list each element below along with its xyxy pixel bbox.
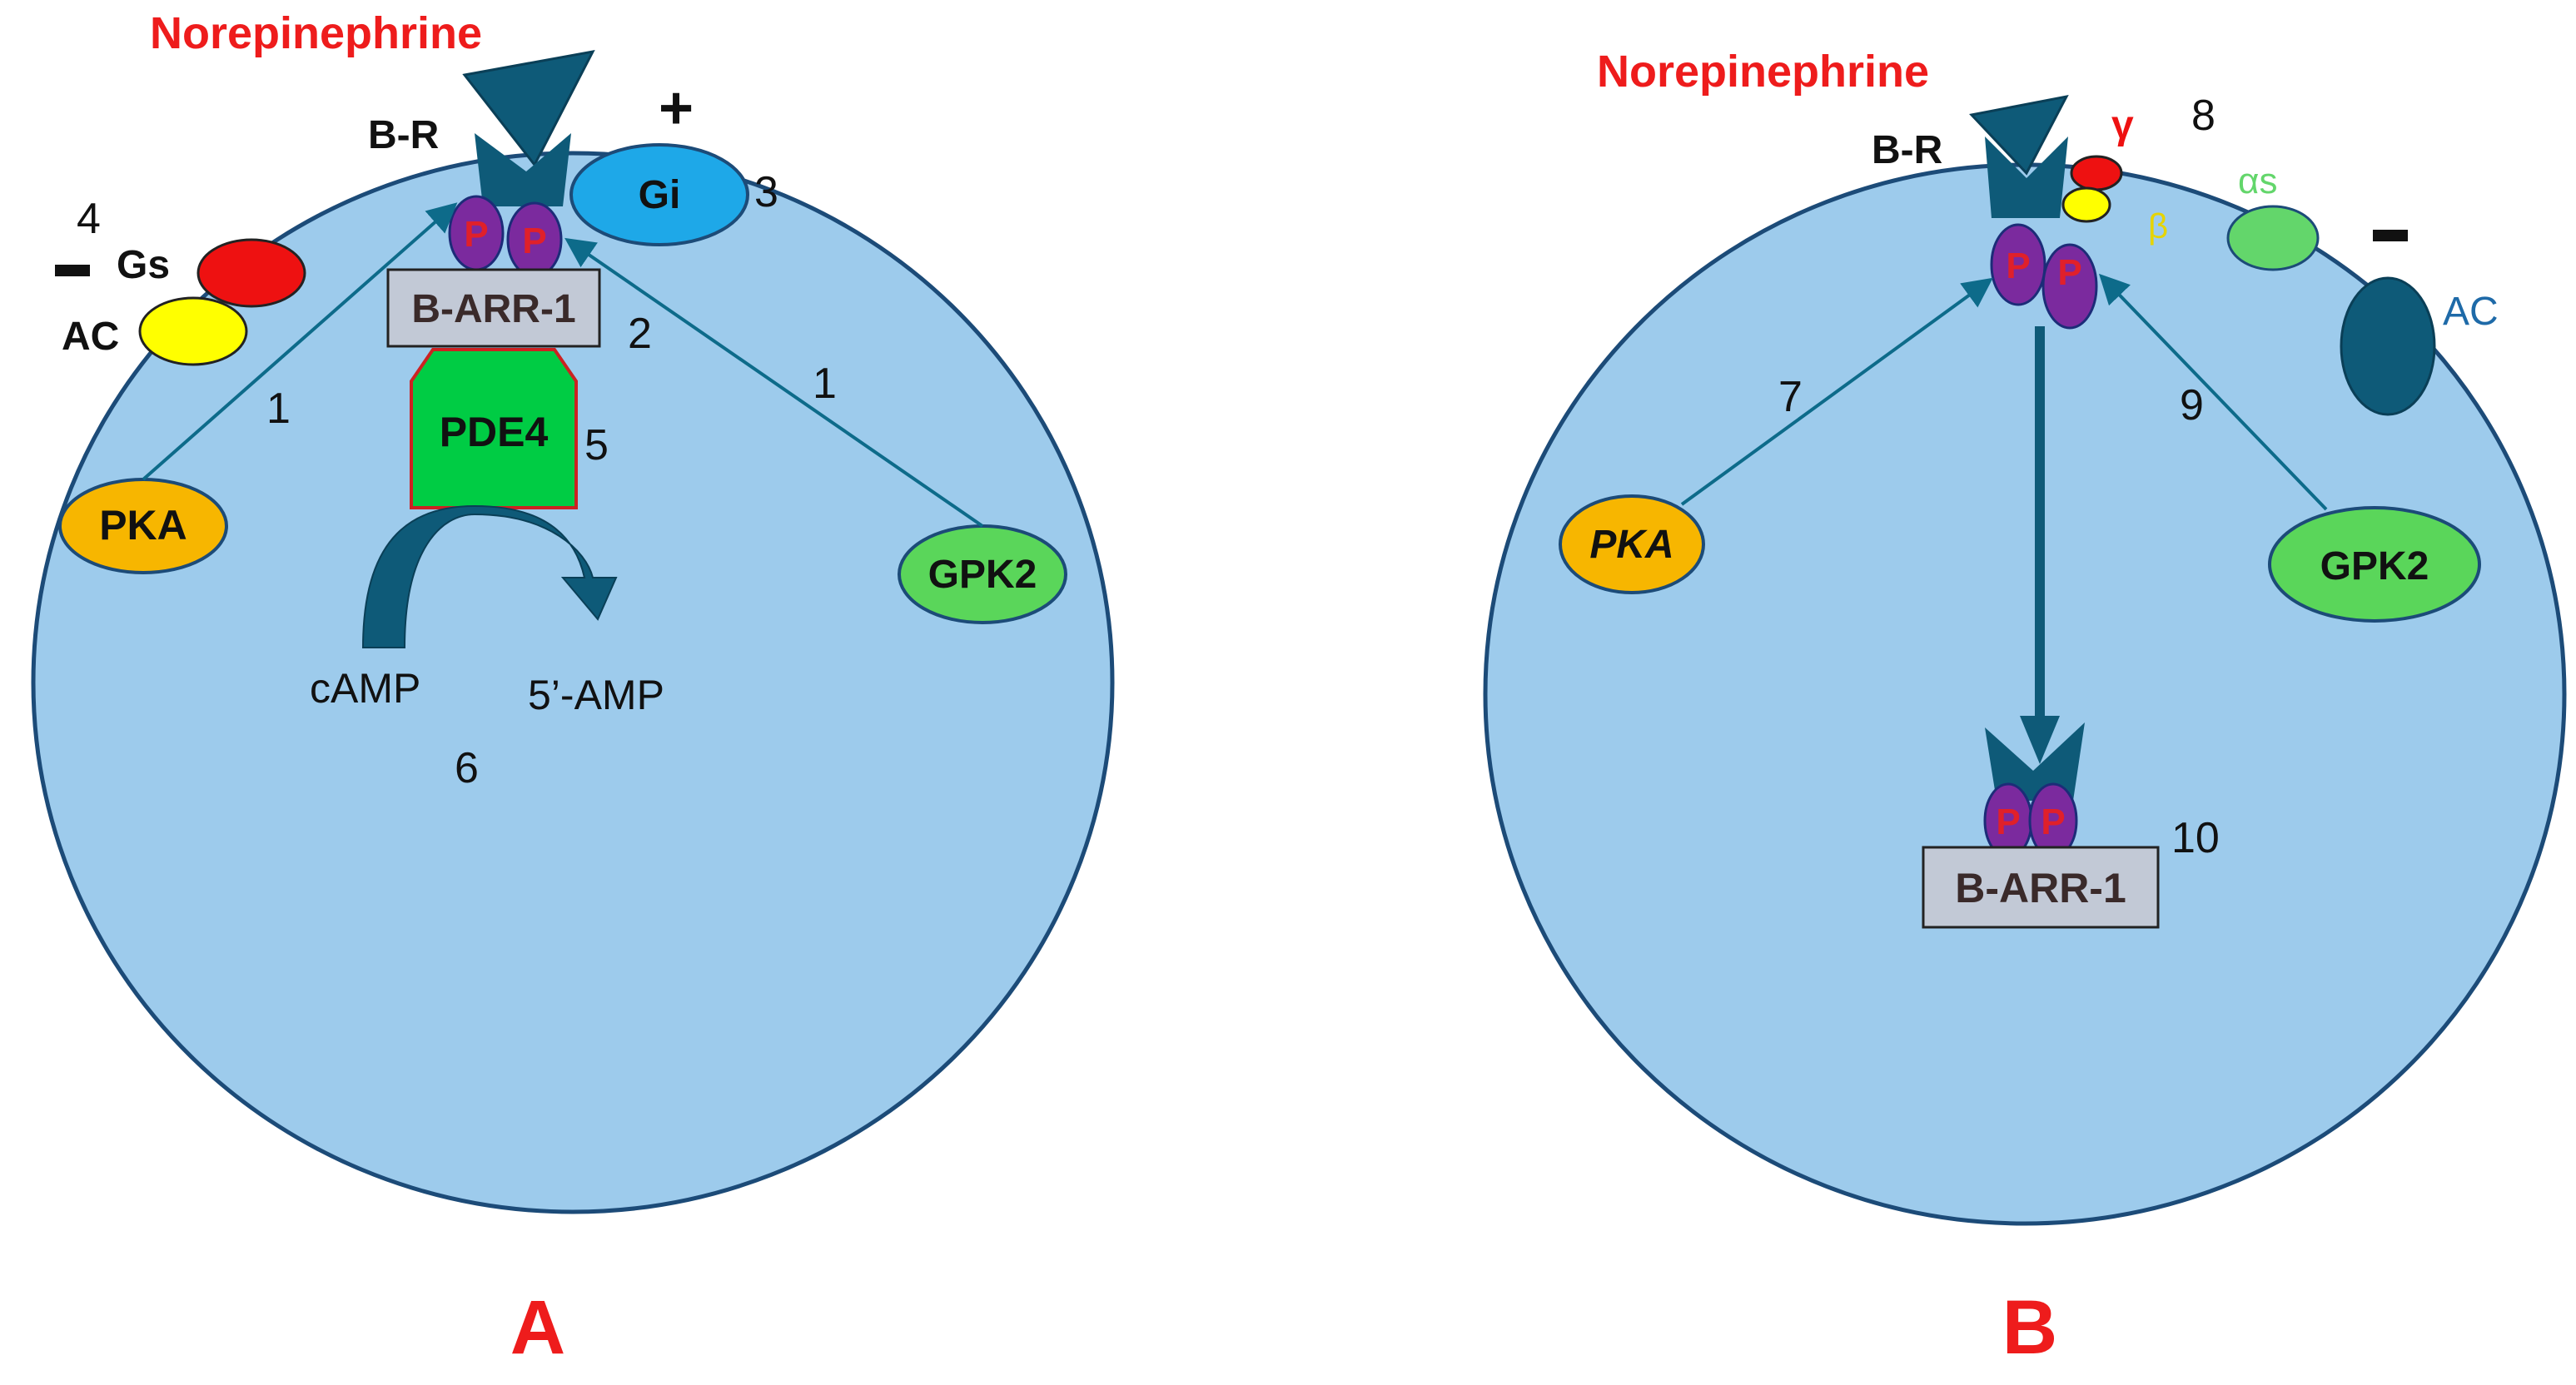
step-number-5: 5 (584, 421, 609, 469)
arrow-gpk2-to-receptor-a (564, 237, 984, 528)
ac-protein-b (2340, 276, 2436, 416)
arrow-pka-to-receptor-b (1680, 277, 1993, 506)
panel-letter-b: B (2002, 1285, 2057, 1370)
internalized-receptor (1985, 722, 2085, 801)
phospho-a-2-label: P (522, 221, 546, 261)
ligand-triangle-b (1969, 94, 2069, 176)
step-number-6: 6 (455, 744, 479, 792)
ligand-triangle-a (462, 49, 595, 167)
receptor-label-a: B-R (368, 113, 439, 157)
panel-b: Norepinephrine B-R γ β P P αs AC PKA GPK… (1483, 47, 2567, 1370)
panel-letter-a: A (510, 1285, 565, 1370)
receptor-label-b: B-R (1872, 128, 1942, 172)
arrow-gpk2-to-receptor-b (2099, 273, 2328, 511)
step-number-1-left: 1 (266, 385, 291, 433)
minus-sign-b (2373, 230, 2408, 241)
step-number-7: 7 (1778, 373, 1803, 421)
phospho-b-lower-1-label: P (1996, 802, 2020, 842)
alpha-s-label: αs (2238, 161, 2277, 201)
phospho-b-lower-2-label: P (2041, 802, 2065, 842)
gpk2-b (2268, 506, 2481, 623)
phospho-b-1 (1990, 223, 2046, 306)
gs-protein (196, 238, 306, 308)
amp-label: 5’-AMP (528, 672, 664, 718)
panel-a: Norepinephrine B-R P P B-ARR-1 PDE4 cAMP… (31, 8, 1115, 1370)
internalization-arrow-head (2020, 716, 2060, 764)
camp-conversion-arrow (361, 504, 618, 648)
phospho-a-1-label: P (464, 214, 488, 255)
ac-protein-a (138, 296, 248, 366)
gpk2-label-a: GPK2 (928, 553, 1037, 597)
pde4-shape (410, 348, 578, 509)
ac-label-a: AC (62, 315, 119, 359)
receptor-b (1985, 137, 2068, 218)
receptor-a (475, 133, 571, 206)
beta-label: β (2148, 206, 2168, 246)
step-number-2: 2 (628, 310, 652, 358)
gs-label: Gs (117, 243, 170, 287)
step-number-8: 8 (2191, 92, 2215, 140)
norepinephrine-label-b: Norepinephrine (1597, 47, 1929, 97)
phospho-b-2-label: P (2057, 252, 2081, 293)
arrow-pka-to-receptor-a (142, 202, 458, 481)
gamma-subunit (2070, 155, 2123, 191)
step-number-4: 4 (77, 195, 101, 243)
ac-label-b: AC (2443, 290, 2499, 334)
camp-label: cAMP (310, 665, 420, 712)
internalization-arrow-shaft (2035, 326, 2045, 717)
barr-label-a: B-ARR-1 (411, 287, 575, 331)
plus-sign-a: + (659, 75, 694, 141)
gamma-label: γ (2111, 103, 2134, 147)
beta-subunit (2061, 186, 2111, 223)
norepinephrine-label-a: Norepinephrine (150, 8, 482, 58)
step-number-1-right: 1 (813, 360, 837, 408)
phospho-b-2 (2041, 243, 2098, 330)
pka-label-a: PKA (99, 502, 187, 549)
pde4-label: PDE4 (440, 409, 549, 455)
barr-label-b: B-ARR-1 (1955, 865, 2126, 911)
gpk2-label-b: GPK2 (2320, 544, 2429, 588)
step-number-9: 9 (2180, 381, 2204, 429)
step-number-10: 10 (2171, 814, 2220, 862)
pka-label-b: PKA (1589, 523, 1673, 567)
step-number-3: 3 (754, 168, 778, 216)
phospho-b-1-label: P (2006, 246, 2030, 286)
barr-box-b (1922, 846, 2160, 929)
cell-a (31, 151, 1115, 1214)
alpha-s-subunit (2226, 205, 2320, 271)
gi-label: Gi (639, 173, 681, 217)
minus-sign-a (55, 265, 90, 276)
pka-b (1559, 494, 1705, 594)
gi-protein (569, 143, 749, 246)
barr-box-a (386, 268, 601, 348)
